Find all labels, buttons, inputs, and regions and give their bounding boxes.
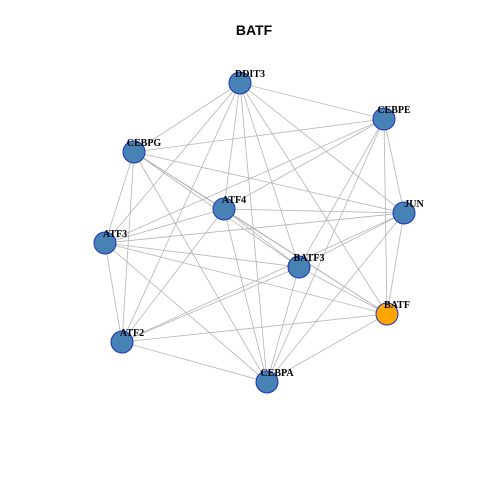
node-atf4 (212, 197, 236, 221)
edge-jun-atf2 (121, 212, 405, 343)
edge-cebpe-batf3 (298, 118, 385, 268)
edge-atf3-cebpa (104, 242, 268, 383)
node-label-jun: JUN (404, 199, 424, 210)
node-cebpg (122, 140, 146, 164)
node-batf3 (287, 255, 311, 279)
edge-batf3-batf (298, 266, 388, 315)
edge-cebpe-atf3 (104, 118, 385, 244)
node-layer (93, 71, 416, 394)
edge-layer (104, 82, 405, 383)
edge-jun-batf (386, 212, 405, 315)
edge-atf4-cebpa (223, 208, 268, 383)
node-cebpe (372, 107, 396, 131)
edge-atf4-atf3 (104, 208, 225, 244)
edge-cebpg-atf2 (121, 151, 135, 343)
edge-cebpe-batf (383, 118, 388, 315)
edge-cebpe-atf4 (223, 118, 385, 210)
node-label-atf3: ATF3 (103, 229, 127, 240)
edge-atf3-atf2 (104, 242, 123, 343)
edge-batf-cebpa (266, 313, 388, 383)
edge-ddit3-cebpa (239, 82, 268, 383)
edge-cebpg-jun (133, 151, 405, 214)
node-atf2 (110, 330, 134, 354)
edge-ddit3-cebpe (239, 82, 385, 120)
edge-ddit3-atf2 (121, 82, 241, 343)
node-label-atf2: ATF2 (120, 328, 144, 339)
node-ddit3 (228, 71, 252, 95)
edge-jun-cebpa (266, 212, 405, 383)
edge-jun-batf3 (298, 212, 405, 268)
edge-ddit3-jun (239, 82, 405, 214)
edge-batf-atf2 (121, 313, 388, 343)
edge-atf4-batf3 (223, 208, 300, 268)
edge-atf4-atf2 (121, 208, 225, 343)
edge-ddit3-atf3 (104, 82, 241, 244)
edge-cebpe-cebpa (266, 118, 385, 383)
edge-cebpe-jun (383, 118, 405, 214)
node-jun (392, 201, 416, 225)
edge-ddit3-atf4 (223, 82, 241, 210)
edge-cebpg-atf3 (104, 151, 135, 244)
edge-batf3-cebpa (266, 266, 300, 383)
node-label-batf: BATF (384, 300, 410, 311)
graph-title: BATF (236, 22, 273, 38)
node-cebpa (255, 370, 279, 394)
node-label-atf4: ATF4 (222, 195, 246, 206)
node-label-batf3: BATF3 (294, 253, 325, 264)
node-label-cebpa: CEBPA (260, 368, 294, 379)
edge-ddit3-batf3 (239, 82, 300, 268)
edge-atf3-batf3 (104, 242, 300, 268)
node-label-cebpg: CEBPG (127, 138, 162, 149)
edge-ddit3-batf (239, 82, 388, 315)
node-label-cebpe: CEBPE (377, 105, 411, 116)
node-batf (375, 302, 399, 326)
edge-batf3-atf2 (121, 266, 300, 343)
edge-jun-atf3 (104, 212, 405, 244)
node-label-ddit3: DDIT3 (235, 69, 265, 80)
edge-ddit3-cebpg (133, 82, 241, 153)
edge-cebpe-cebpg (133, 118, 385, 153)
edge-atf2-cebpa (121, 341, 268, 383)
edge-atf4-jun (223, 208, 405, 214)
node-atf3 (93, 231, 117, 255)
edge-atf3-batf (104, 242, 388, 315)
